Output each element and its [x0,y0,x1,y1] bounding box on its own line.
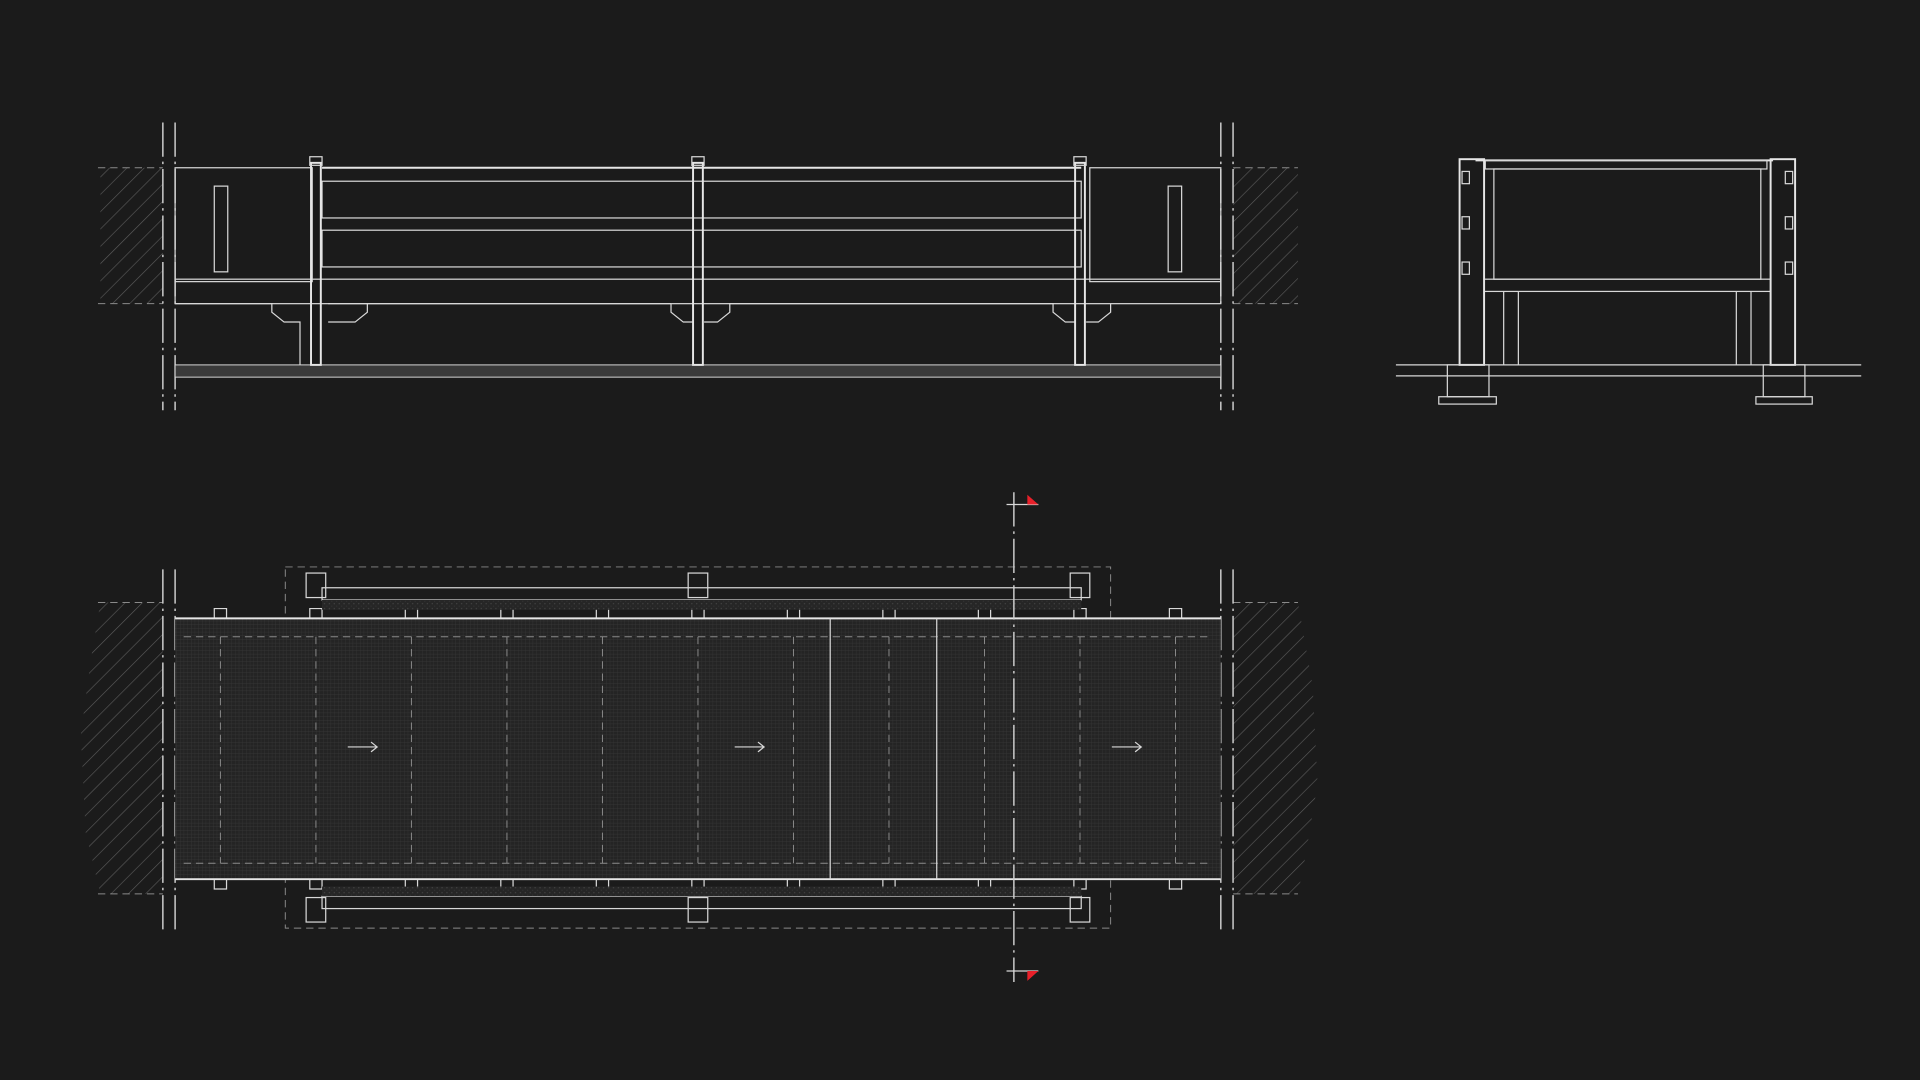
right-footing [1762,364,1806,398]
railing-panel-lower [321,229,1082,268]
left-wall-hatch [80,602,163,894]
left-abutment [174,167,313,283]
right-wall-hatch [1233,167,1298,304]
section-marker-icon [1027,494,1039,505]
deck-band [174,278,1222,305]
post [692,161,704,366]
ground-slab [174,364,1222,378]
section-cut-line [1006,492,1039,983]
channel-body [1493,168,1762,280]
flow-arrow-icon [734,741,766,753]
post [310,161,322,366]
cross-section-view [1395,158,1862,405]
flow-arrow-icon [347,741,379,753]
railing-panel-upper [321,180,1082,219]
post [1074,161,1086,366]
section-marker-icon [1027,971,1039,981]
elevation-view [97,122,1298,411]
flow-arrows [347,741,1143,753]
posts [309,156,1087,366]
left-footing [1446,364,1490,398]
right-abutment [1089,167,1222,283]
plan-view [80,492,1318,983]
left-wall-hatch [100,167,163,304]
hidden-lines [183,636,1213,864]
plan-posts [305,572,1091,923]
flow-arrow-icon [1111,741,1143,753]
right-wall-hatch [1233,602,1318,894]
